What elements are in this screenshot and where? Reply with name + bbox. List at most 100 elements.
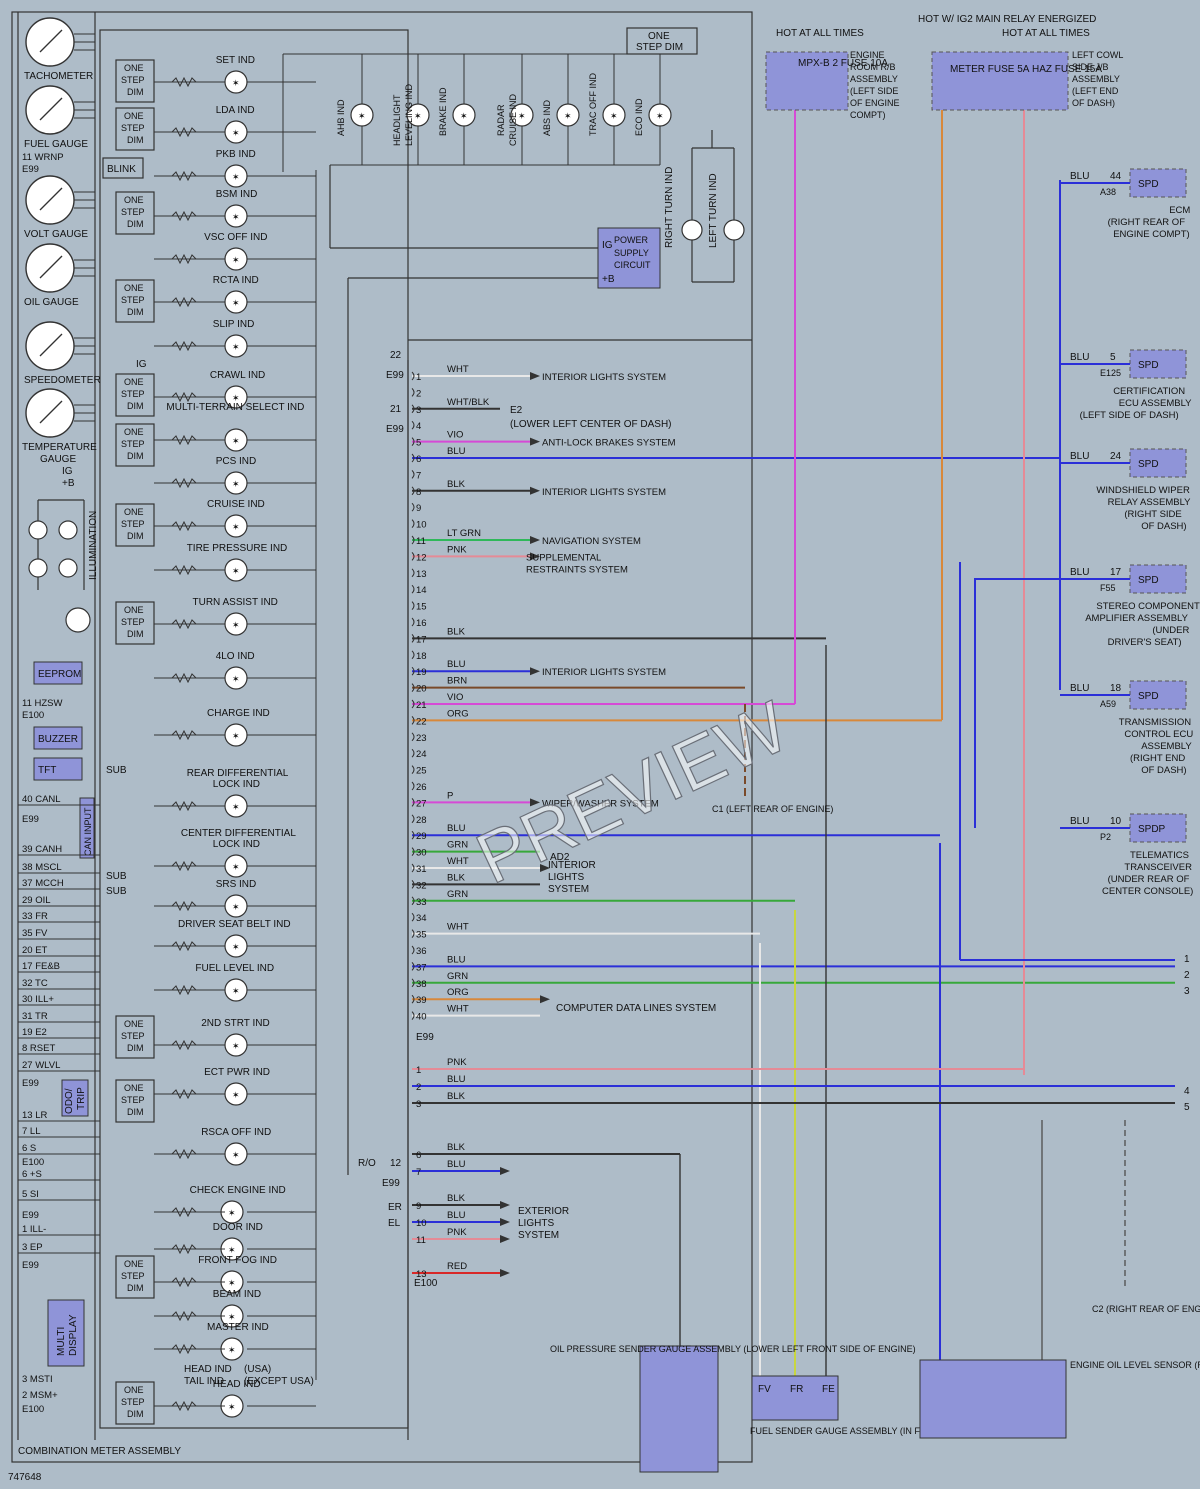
svg-text:STEP: STEP (121, 439, 145, 449)
sub-label: SUB (106, 886, 127, 897)
svg-text:EL: EL (388, 1218, 401, 1229)
module-name: AMPLIFIER ASSEMBLY (1085, 613, 1188, 624)
e100-wire-color: PNK (447, 1227, 467, 1238)
left-pin-label: 3 EP (22, 1242, 43, 1253)
e100-pin-number: 1 (416, 1065, 421, 1076)
e99-pin-number: 13 (416, 569, 427, 580)
svg-text:CIRCUIT: CIRCUIT (614, 260, 651, 270)
engine-oil-level-label: ENGINE OIL LEVEL SENSOR (RIGHT SIDE OF O… (1070, 1360, 1200, 1370)
one-step-dim-box (115, 1015, 155, 1059)
fuel-sender: FV FR FE FUEL SENDER GAUGE ASSEMBLY (IN … (750, 1375, 966, 1436)
svg-text:ONE: ONE (124, 1385, 144, 1395)
fuse-haz-name: HAZ FUSE 15A (1032, 64, 1102, 75)
one-step-dim-box (115, 503, 155, 547)
illumination-label: ILLUMINATION (88, 511, 99, 580)
e100-wire-color: BLK (447, 1193, 466, 1204)
svg-text:SYSTEM: SYSTEM (518, 1230, 559, 1241)
e99-pin-number: 30 (416, 848, 427, 859)
svg-text:DIM: DIM (127, 1283, 144, 1293)
e99-pin-number: 10 (416, 520, 427, 531)
module-name: (RIGHT SIDE (1124, 509, 1181, 520)
e99-pin-number: 29 (416, 831, 427, 842)
ro-label: R/O (358, 1158, 376, 1169)
wire-color-label: P (447, 790, 453, 801)
svg-text:LIGHTS: LIGHTS (518, 1218, 554, 1229)
e99-pin-number: 7 (416, 470, 421, 481)
power-supply-circuit: IG POWER SUPPLY CIRCUIT +B (597, 227, 661, 289)
left-pin-label: 27 WLVL (22, 1060, 60, 1071)
svg-text:FV: FV (758, 1384, 771, 1395)
e99-pin-number: 15 (416, 602, 427, 613)
left-pin-label: E99 (22, 814, 39, 825)
wire-color-label: ORG (447, 987, 469, 998)
indicator-label: SLIP IND (213, 319, 255, 330)
can-input-label: CAN INPUT (83, 807, 93, 856)
svg-text:✶: ✶ (228, 1345, 236, 1355)
module-pin: 44 (1110, 171, 1122, 182)
e100-label: E100 (414, 1278, 438, 1289)
left-pin-label: 17 FE&B (22, 961, 60, 972)
one-step-dim-top-box (626, 27, 698, 55)
e99-pin-number: 28 (416, 815, 427, 826)
module-name: RELAY ASSEMBLY (1108, 497, 1192, 508)
svg-text:DIM: DIM (127, 1409, 144, 1419)
left-pin-label: E99 (22, 164, 39, 175)
usa-note: (USA) (244, 1364, 271, 1375)
preview-watermark: PREVIEW (465, 687, 800, 900)
combination-meter-title: COMBINATION METER ASSEMBLY (18, 1446, 181, 1457)
wire-dest-label: SUPPLEMENTAL (526, 552, 601, 563)
e100-pin-number: 6 (416, 1150, 421, 1161)
svg-text:LEFT COWL: LEFT COWL (1072, 50, 1123, 60)
e99-pin-number: 25 (416, 766, 427, 777)
wire-dest-label: COMPUTER DATA LINES SYSTEM (556, 1003, 716, 1014)
e99-pin22: 22 (390, 350, 402, 361)
edge-number: 2 (1184, 970, 1190, 981)
wire-dest-label: INTERIOR LIGHTS SYSTEM (542, 372, 666, 383)
wire-dest-label: ANTI-LOCK BRAKES SYSTEM (542, 438, 676, 449)
module-name: (RIGHT END (1130, 753, 1185, 764)
left-pin-label: E100 (22, 1157, 44, 1168)
module-name: ENGINE COMPT) (1113, 229, 1190, 240)
wire-color-label: WHT (447, 922, 469, 933)
multi-display-label: MULTI (56, 1327, 67, 1356)
indicator-label: CHARGE IND (207, 708, 270, 719)
svg-text:OF ENGINE: OF ENGINE (850, 98, 900, 108)
one-step-dim-box (115, 1255, 155, 1299)
indicator-label: CRAWL IND (210, 370, 265, 381)
gauge-label: FUEL GAUGE (24, 139, 88, 150)
top-indicator-label: ECO IND (634, 98, 644, 136)
svg-text:STEP: STEP (121, 519, 145, 529)
wire-color-label: BLK (447, 626, 466, 637)
indicator-label: SRS IND (216, 879, 257, 890)
indicator-label: PCS IND (216, 456, 257, 467)
left-pin-label: 31 TR (22, 1011, 48, 1022)
svg-text:✶: ✶ (232, 436, 240, 446)
odo-trip-label: ODO/ (64, 1088, 75, 1114)
power-supply-label: POWER (614, 235, 649, 245)
one-step-dim-box (115, 191, 155, 235)
svg-text:✶: ✶ (610, 111, 618, 121)
svg-text:ROOM R/B: ROOM R/B (850, 62, 896, 72)
meter-block-label: BUZZER (38, 734, 78, 745)
left-pin-label: 39 CANH (22, 844, 62, 855)
module-wire-color: BLU (1070, 352, 1089, 363)
svg-text:DIM: DIM (127, 531, 144, 541)
indicator-label: LDA IND (216, 105, 255, 116)
module-wire-color: BLU (1070, 683, 1089, 694)
module-terminal: SPD (1138, 459, 1159, 470)
wire-color-label: WHT (447, 856, 469, 867)
gauge-label: TEMPERATURE (22, 442, 97, 453)
svg-text:✶: ✶ (232, 802, 240, 812)
e99-pin-number: 24 (416, 749, 427, 760)
svg-text:✶: ✶ (564, 111, 572, 121)
svg-text:ONE: ONE (124, 427, 144, 437)
sub-label: SUB (106, 765, 127, 776)
one-step-dim-box (115, 107, 155, 151)
svg-text:ONE: ONE (124, 195, 144, 205)
indicator-lamps: ONESTEPDIMONESTEPDIMONESTEPDIMONESTEPDIM… (115, 55, 317, 1425)
wire-dest-label: INTERIOR (548, 860, 596, 871)
svg-text:✶: ✶ (232, 1090, 240, 1100)
module-connector (1129, 349, 1187, 379)
